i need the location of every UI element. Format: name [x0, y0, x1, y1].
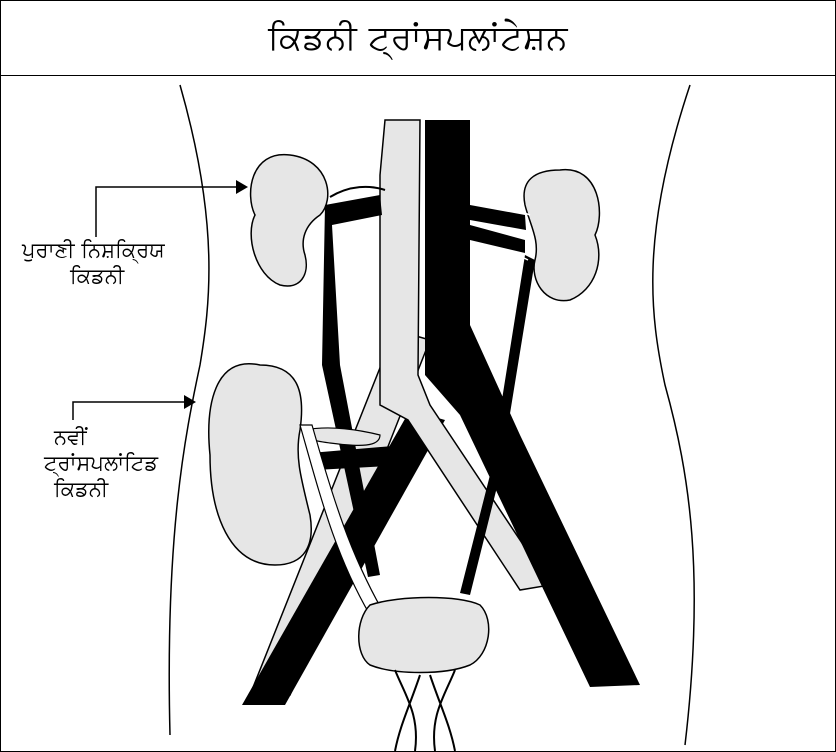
new-kidney-pointer-line	[73, 402, 188, 420]
new-kidney-label-line1: ਨਵੀਂ	[54, 424, 158, 450]
old-right-renal-vessels	[470, 205, 526, 230]
body-outline-right	[653, 85, 694, 745]
old-kidney-label-line1: ਪੁਰਾਣੀ ਨਿਸ਼ਕ੍ਰਿਯ	[22, 237, 165, 263]
old-kidney-label: ਪੁਰਾਣੀ ਨਿਸ਼ਕ੍ਰਿਯ ਕਿਡਨੀ	[22, 237, 165, 289]
kidney-transplant-illustration	[0, 75, 834, 751]
title-bar: ਕਿਡਨੀ ਟ੍ਰਾਂਸਪਲਾਂਟੇਸ਼ਨ	[1, 1, 835, 76]
old-kidney-label-line2: ਕਿਡਨੀ	[22, 263, 165, 289]
transplanted-kidney	[209, 364, 311, 565]
new-kidney-label: ਨਵੀਂ ਟ੍ਰਾਂਸਪਲਾਂਟਿਡ ਕਿਡਨੀ	[54, 424, 158, 502]
old-kidney-arrowhead	[236, 180, 248, 194]
old-kidney-left	[251, 155, 328, 286]
new-kidney-label-line2: ਟ੍ਰਾਂਸਪਲਾਂਟਿਡ	[44, 450, 158, 476]
diagram-title: ਕਿਡਨੀ ਟ੍ਰਾਂਸਪਲਾਂਟੇਸ਼ਨ	[268, 18, 568, 58]
old-left-renal-artery	[330, 187, 385, 197]
old-kidney-pointer-line	[96, 187, 240, 237]
body-outline-left	[169, 85, 209, 735]
bladder	[359, 598, 489, 673]
urethra-lines	[395, 670, 455, 751]
new-kidney-label-line3: ਕਿਡਨੀ	[54, 476, 158, 502]
old-kidney-right	[524, 170, 599, 301]
